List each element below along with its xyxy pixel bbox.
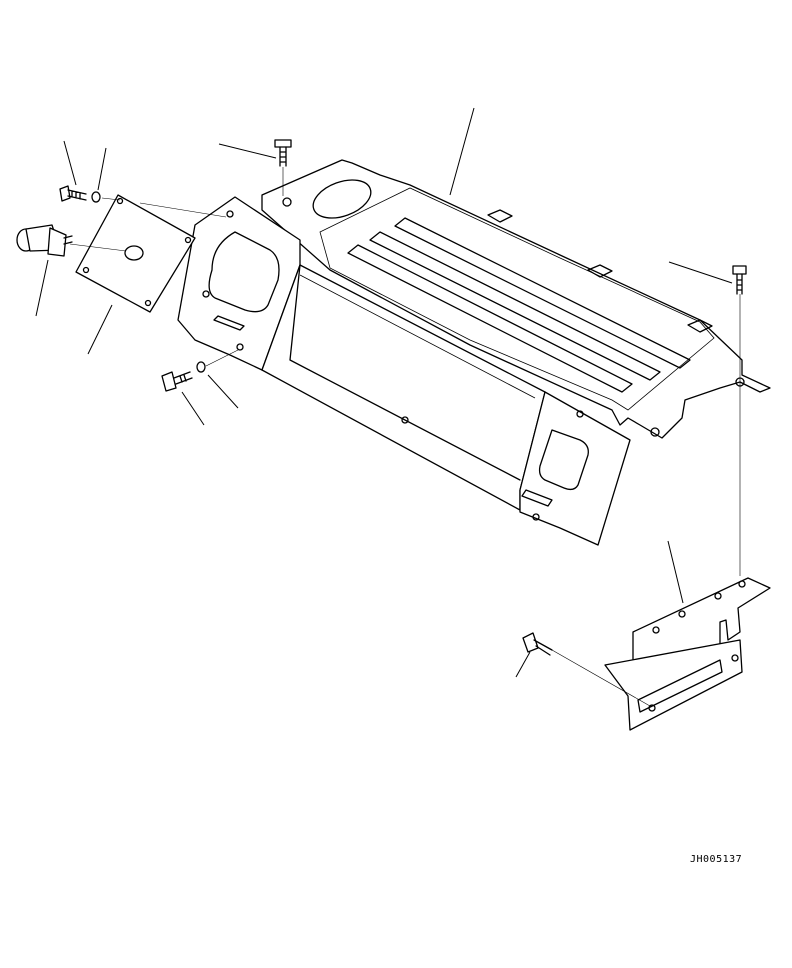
- washer-left-lower: [196, 361, 206, 373]
- bolt-top-center: [274, 139, 292, 167]
- washer-top-left: [91, 191, 101, 203]
- bolt-bracket: [522, 632, 553, 656]
- bracket: [604, 577, 771, 731]
- main-cover-panel: [177, 159, 771, 546]
- assembly-lines: [69, 167, 741, 707]
- small-cover-plate: [75, 194, 196, 313]
- leader-lines: [35, 107, 733, 678]
- drawing-code: JH005137: [690, 854, 743, 865]
- bolt-right: [732, 265, 747, 295]
- bolt-top-left: [59, 185, 87, 202]
- switch-part: [16, 224, 73, 257]
- bolt-left-lower: [161, 371, 193, 392]
